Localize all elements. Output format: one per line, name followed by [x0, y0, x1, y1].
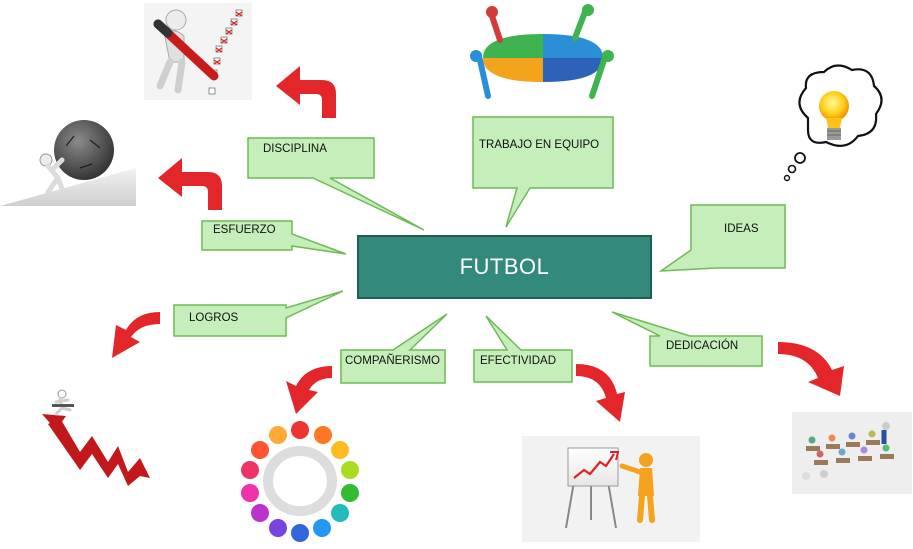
- callout-efectividad: [473, 315, 573, 383]
- arrow-companerismo-icon: [286, 366, 332, 414]
- callout-ideas-label: IDEAS: [724, 223, 759, 235]
- rising-graph-icon: [42, 389, 150, 486]
- callout-trabajo-en-equipo-label: TRABAJO EN EQUIPO: [479, 139, 600, 151]
- arrow-esfuerzo-icon: [158, 158, 222, 210]
- callout-dedicacion: [611, 311, 763, 367]
- callout-disciplina: [247, 137, 425, 231]
- arrow-efectividad-icon: [576, 364, 625, 422]
- boulder-push-icon: [0, 118, 136, 206]
- arrow-disciplina-icon: [276, 66, 336, 118]
- callout-esfuerzo: [201, 220, 347, 255]
- callout-dedicacion-label: DEDICACIÓN: [666, 340, 739, 352]
- people-circle-icon: [232, 418, 366, 542]
- puzzle-team-icon: [470, 4, 614, 99]
- callout-esfuerzo-label: ESFUERZO: [213, 224, 276, 236]
- callout-ideas: [658, 204, 786, 272]
- classroom-icon: [792, 412, 912, 494]
- callout-companerismo: [340, 313, 448, 384]
- callout-companerismo-label: COMPAÑERISMO: [345, 355, 440, 367]
- callout-logros-label: LOGROS: [189, 312, 239, 324]
- callout-logros: [173, 290, 344, 337]
- arrow-logros-icon: [112, 312, 160, 358]
- lightbulb-idea-icon: [783, 64, 883, 182]
- callout-trabajo-en-equipo: [472, 116, 614, 228]
- checklist-pen-icon: [144, 3, 252, 100]
- central-node-label: FUTBOL: [459, 254, 550, 279]
- central-node: [357, 235, 652, 299]
- presentation-chart-icon: [522, 436, 700, 542]
- callout-efectividad-label: EFECTIVIDAD: [480, 355, 557, 367]
- callout-disciplina-label: DISCIPLINA: [263, 143, 327, 155]
- arrow-dedicacion-icon: [778, 342, 844, 396]
